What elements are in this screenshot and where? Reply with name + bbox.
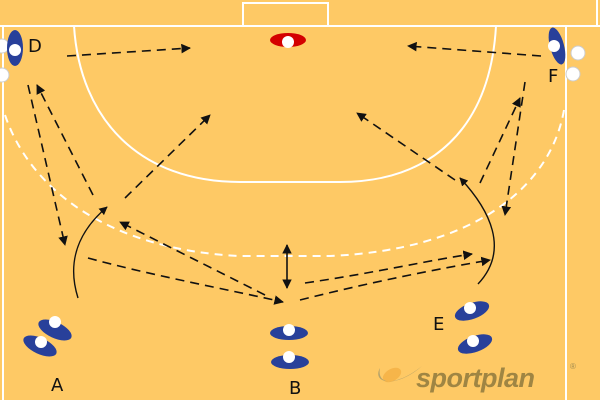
player-f: [548, 27, 566, 65]
balls: [0, 38, 586, 83]
label-e: E: [433, 314, 445, 335]
goal-area-line: [73, 25, 497, 183]
label-b: B: [289, 378, 302, 399]
player-a: [23, 316, 72, 357]
goalkeeper: [270, 33, 306, 48]
label-f: F: [548, 66, 559, 87]
player-e: [454, 301, 493, 354]
sportplan-logo: sportplan ®: [372, 360, 587, 396]
label-d: D: [28, 36, 42, 57]
logo-swoosh-icon: [378, 366, 422, 383]
registered-mark: ®: [570, 362, 576, 371]
player-b: [270, 324, 309, 369]
player-d: [7, 30, 23, 66]
pass-arrows: [27, 41, 542, 305]
goal: [242, 2, 329, 27]
logo-text: sportplan: [416, 363, 535, 393]
run-arrows: [73, 177, 495, 299]
label-a: A: [51, 375, 64, 396]
